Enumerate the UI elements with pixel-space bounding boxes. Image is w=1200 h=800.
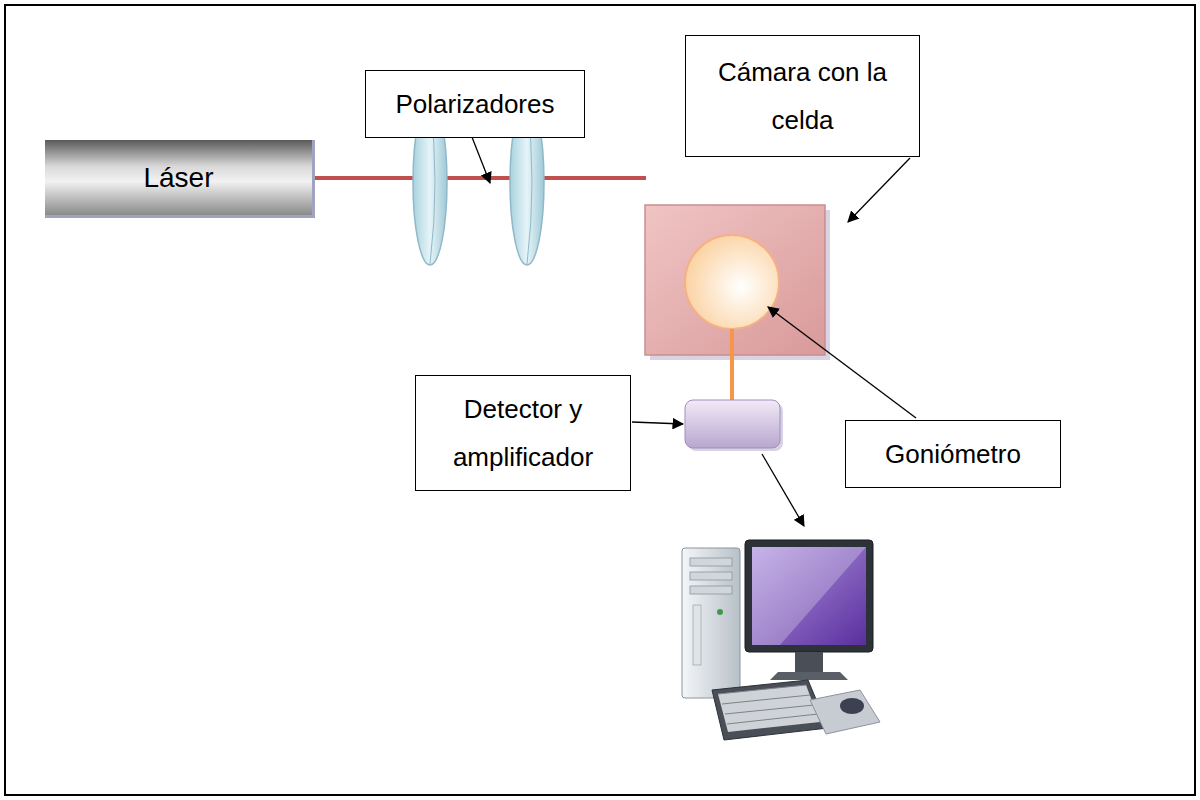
chamber: [645, 205, 825, 355]
node-label: Goniómetro: [885, 430, 1021, 478]
node-label: Láser: [143, 161, 213, 195]
leader-arrow: [762, 454, 804, 526]
callout-box: Cámara con la celda: [685, 35, 920, 157]
laser-beam: [315, 176, 646, 180]
goniometer-disc: [685, 235, 779, 329]
node-label: Polarizadores: [396, 80, 555, 128]
frame: [5, 5, 1195, 795]
node-label: Cámara con la celda: [698, 48, 907, 144]
leader-arrow: [848, 158, 910, 222]
callout-box: Polarizadores: [365, 70, 585, 138]
computer-icon: [682, 540, 880, 740]
leader-arrow: [632, 422, 683, 424]
leader-arrow: [768, 307, 916, 418]
laser-box: Láser: [45, 140, 315, 218]
callout-box: Goniómetro: [845, 420, 1061, 488]
node-label: Detector y amplificador: [428, 385, 618, 481]
detector-link: [730, 329, 734, 401]
callout-box: Detector y amplificador: [415, 375, 631, 491]
detector-box: [685, 400, 780, 448]
